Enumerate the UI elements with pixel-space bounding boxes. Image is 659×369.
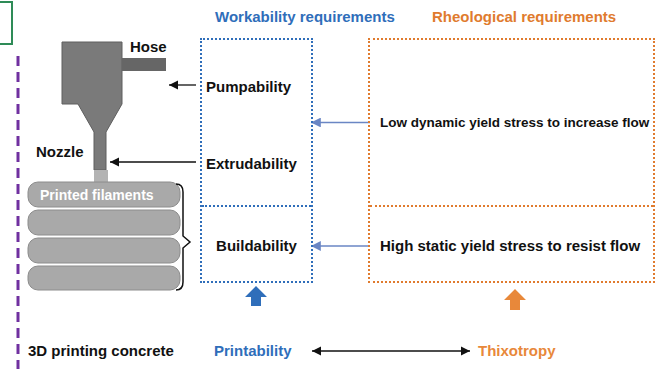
- box-heading: Rheological requirements: [432, 8, 616, 26]
- leader-arrow: [110, 161, 196, 162]
- double-arrow: [312, 350, 470, 351]
- workability-section: Buildability: [202, 207, 311, 285]
- hose: [122, 58, 166, 71]
- up-arrow: [245, 286, 267, 306]
- workability-section: PumpabilityExtrudability: [202, 40, 311, 207]
- filament: [28, 266, 180, 290]
- rheology-section: High static yield stress to resist flow: [370, 207, 653, 285]
- requirement-text: Buildability: [216, 237, 297, 255]
- part-label: Printed filaments: [40, 186, 154, 204]
- up-arrow: [504, 289, 526, 310]
- bracket: [176, 184, 190, 290]
- filament: [28, 210, 180, 235]
- filament: [28, 182, 180, 207]
- box-heading: Workability requirements: [215, 8, 395, 26]
- extruded-material: [94, 170, 108, 183]
- requirement-text: Low dynamic yield stress to increase flo…: [380, 114, 649, 132]
- requirement-text: High static yield stress to resist flow: [380, 237, 640, 255]
- requirements-box: Workability requirementsPumpabilityExtru…: [200, 38, 313, 283]
- part-label: Hose: [130, 38, 167, 56]
- figure-label: 3D printing concrete: [28, 342, 174, 360]
- connector-arrow: [311, 245, 370, 246]
- requirement-text: Pumpability: [206, 78, 291, 96]
- requirement-text: Extrudability: [206, 155, 297, 173]
- leader-arrow: [169, 84, 196, 85]
- part-label: Nozzle: [36, 143, 84, 161]
- concept-label: Thixotropy: [478, 342, 556, 360]
- frame-edge: [0, 2, 12, 44]
- requirements-box: Rheological requirementsLow dynamic yiel…: [368, 38, 655, 283]
- concept-label: Printability: [214, 342, 292, 360]
- dashed-divider: [17, 56, 20, 369]
- filament: [28, 238, 180, 263]
- rheology-section: Low dynamic yield stress to increase flo…: [370, 40, 653, 207]
- connector-arrow: [311, 122, 370, 123]
